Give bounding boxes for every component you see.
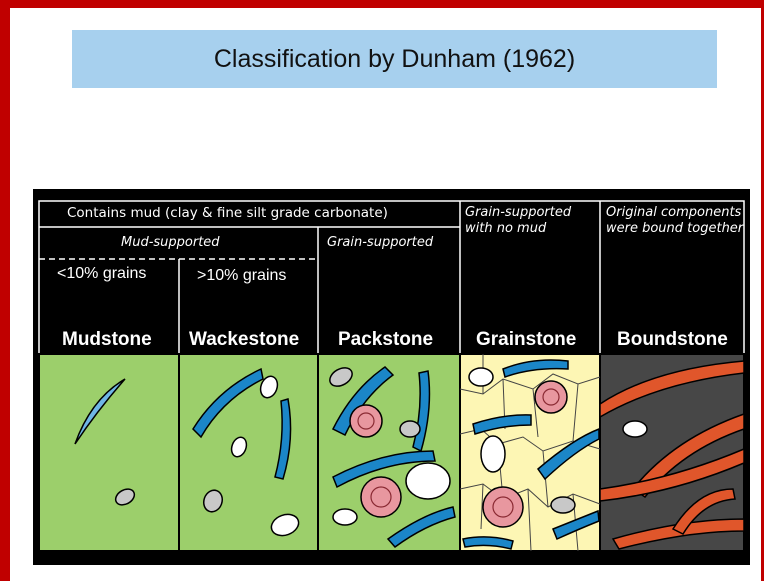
- gt10-grains-label: >10% grains: [197, 267, 286, 285]
- ooid: [350, 405, 382, 437]
- grainstone-label: Grainstone: [476, 329, 576, 351]
- lt10-grains-label: <10% grains: [57, 265, 146, 283]
- boundstone-label: Boundstone: [617, 329, 728, 351]
- pellet: [333, 509, 357, 525]
- title-banner: Classification by Dunham (1962): [72, 30, 717, 88]
- dunham-classification-diagram: Contains mud (clay & fine silt grade car…: [33, 189, 750, 565]
- ooid: [361, 477, 401, 517]
- mudstone-panel: [39, 354, 179, 551]
- wackestone-label: Wackestone: [189, 329, 299, 351]
- mud-supported-label: Mud-supported: [121, 235, 220, 250]
- ooid: [483, 487, 523, 527]
- pellet: [406, 463, 450, 499]
- pellet: [623, 421, 647, 437]
- ooid: [535, 381, 567, 413]
- grain-supported-no-mud-label: Grain-supported with no mud: [465, 205, 597, 237]
- original-components-label: Original components were bound together: [606, 205, 744, 237]
- pellet: [551, 497, 575, 513]
- packstone-label: Packstone: [338, 329, 433, 351]
- contains-mud-label: Contains mud (clay & fine silt grade car…: [67, 205, 388, 221]
- pellet: [481, 436, 505, 472]
- pellet: [400, 421, 420, 437]
- mudstone-label: Mudstone: [62, 329, 152, 351]
- grain-supported-label: Grain-supported: [327, 235, 433, 250]
- pellet: [469, 368, 493, 386]
- page-title: Classification by Dunham (1962): [214, 45, 575, 74]
